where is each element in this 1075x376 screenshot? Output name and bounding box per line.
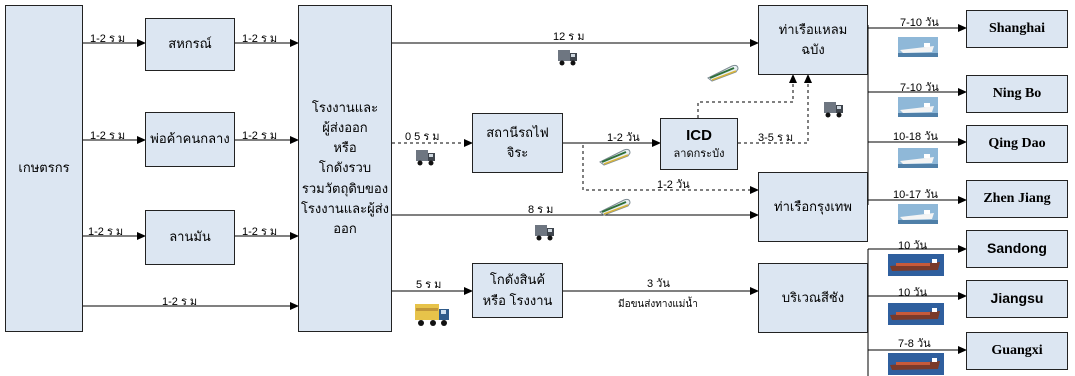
middleman-label: พ่อค้าคนกลาง: [150, 129, 229, 149]
dest-ningbo: Ning Bo: [966, 75, 1068, 113]
warehouse-line-2: หรือ โรงงาน: [483, 291, 553, 311]
dest-guangxi-label: Guangxi: [991, 340, 1042, 362]
dest-jiangsu-label: Jiangsu: [991, 288, 1044, 310]
edge-label-factory-laem: 12 ร ม: [553, 27, 585, 45]
cargo-ship-icon: [888, 303, 944, 325]
factory-line-1: โรงงานและ: [312, 98, 378, 118]
edge-label-farm-factory: 1-2 ร ม: [162, 292, 197, 310]
edge-label-zhenjiang: 10-17 วัน: [893, 185, 938, 203]
factory-line-5: รวมวัตถุดิบของ: [302, 179, 388, 199]
laem-chabang-line-2: ฉบัง: [801, 40, 824, 60]
edge-label-factory-bangkok: 8 ร ม: [528, 200, 553, 218]
train-icon: [706, 62, 740, 82]
train-icon: [598, 146, 632, 166]
warehouse-line-1: โกดังสินค้: [490, 270, 545, 290]
ship-icon: [898, 204, 938, 224]
cooperative-label: สหกรณ์: [168, 34, 211, 54]
edge-label-warehouse-sichang: 3 วัน: [647, 274, 670, 292]
si-chang-node: บริเวณสีชัง: [758, 263, 868, 333]
ship-icon: [898, 148, 938, 168]
dest-shanghai: Shanghai: [966, 10, 1068, 48]
laem-chabang-line-1: ท่าเรือแหลม: [779, 20, 848, 40]
dest-zhenjiang: Zhen Jiang: [966, 180, 1068, 218]
truck-icon: [414, 148, 436, 168]
laem-chabang-node: ท่าเรือแหลม ฉบัง: [758, 5, 868, 75]
dest-zhenjiang-label: Zhen Jiang: [983, 188, 1050, 210]
factory-line-7: ออก: [333, 219, 357, 239]
dest-guangxi: Guangxi: [966, 332, 1068, 370]
dest-ningbo-label: Ning Bo: [993, 83, 1042, 105]
edge-label-shanghai: 7-10 วัน: [900, 13, 939, 31]
dest-shanghai-label: Shanghai: [989, 18, 1045, 40]
cargo-ship-icon: [888, 254, 944, 276]
ship-icon: [898, 97, 938, 117]
rail-station-line-1: สถานีรถไฟ: [486, 123, 549, 143]
edge-label-farm-middleman: 1-2 ร ม: [90, 126, 125, 144]
factory-exporter-node: โรงงานและ ผู้ส่งออก หรือ โกดังรวบ รวมวัต…: [298, 5, 392, 332]
farmers-node: เกษตรกร: [5, 5, 83, 332]
edge-label-middleman-factory: 1-2 ร ม: [242, 126, 277, 144]
bangkok-port-node: ท่าเรือกรุงเทพ: [758, 172, 868, 242]
cassava-yard-label: ลานมัน: [169, 227, 211, 247]
edge-label-qingdao: 10-18 วัน: [893, 127, 938, 145]
truck-icon: [556, 48, 578, 68]
edge-label-factory-warehouse: 5 ร ม: [416, 275, 441, 293]
cooperative-node: สหกรณ์: [145, 18, 235, 71]
edge-label-sandong: 10 วัน: [898, 236, 927, 254]
dest-sandong: Sandong: [966, 230, 1068, 268]
edge-label-yard-factory: 1-2 ร ม: [242, 222, 277, 240]
edge-label-rail-icd: 1-2 วัน: [607, 128, 640, 146]
edge-label-farm-coop: 1-2 ร ม: [90, 29, 125, 47]
rail-station-line-2: จิระ: [507, 143, 529, 163]
rail-station-node: สถานีรถไฟ จิระ: [472, 113, 563, 173]
cassava-yard-node: ลานมัน: [145, 210, 235, 265]
cargo-ship-icon: [888, 353, 944, 375]
dest-sandong-label: Sandong: [987, 238, 1047, 260]
bangkok-port-label: ท่าเรือกรุงเทพ: [774, 197, 852, 217]
truck-icon: [822, 100, 844, 120]
factory-line-6: โรงงานและผู้ส่ง: [301, 199, 389, 219]
icd-title: ICD: [686, 126, 712, 146]
edge-label-coop-factory: 1-2 ร ม: [242, 29, 277, 47]
cargo-truck-icon: [413, 300, 451, 330]
dest-qingdao-label: Qing Dao: [988, 133, 1045, 155]
factory-line-3: หรือ: [333, 138, 356, 158]
si-chang-label: บริเวณสีชัง: [782, 288, 844, 308]
edge-label-factory-rail: 0 5 ร ม: [405, 127, 440, 145]
ship-icon: [898, 37, 938, 57]
truck-icon: [533, 223, 555, 243]
dest-jiangsu: Jiangsu: [966, 280, 1068, 318]
middleman-node: พ่อค้าคนกลาง: [145, 112, 235, 167]
edge-label-ningbo: 7-10 วัน: [900, 78, 939, 96]
edge-label-guangxi: 7-8 วัน: [898, 334, 931, 352]
dest-qingdao: Qing Dao: [966, 125, 1068, 163]
icd-subtitle: ลาดกระบัง: [674, 147, 725, 162]
factory-line-2: ผู้ส่งออก: [322, 118, 367, 138]
edge-label-rail-bangkok: 1-2 วัน: [657, 175, 690, 193]
edge-label-jiangsu: 10 วัน: [898, 283, 927, 301]
edge-label-icd-laem: 3-5 ร ม: [758, 128, 793, 146]
edge-label-farm-yard: 1-2 ร ม: [88, 222, 123, 240]
factory-line-4: โกดังรวบ: [319, 158, 371, 178]
icd-node: ICD ลาดกระบัง: [660, 118, 738, 170]
edge-note-river-transport: มีอขนส่งทางแม่น้ำ: [618, 297, 698, 312]
warehouse-node: โกดังสินค้ หรือ โรงงาน: [472, 263, 563, 318]
farmers-label: เกษตรกร: [18, 158, 69, 178]
train-icon: [598, 196, 632, 216]
